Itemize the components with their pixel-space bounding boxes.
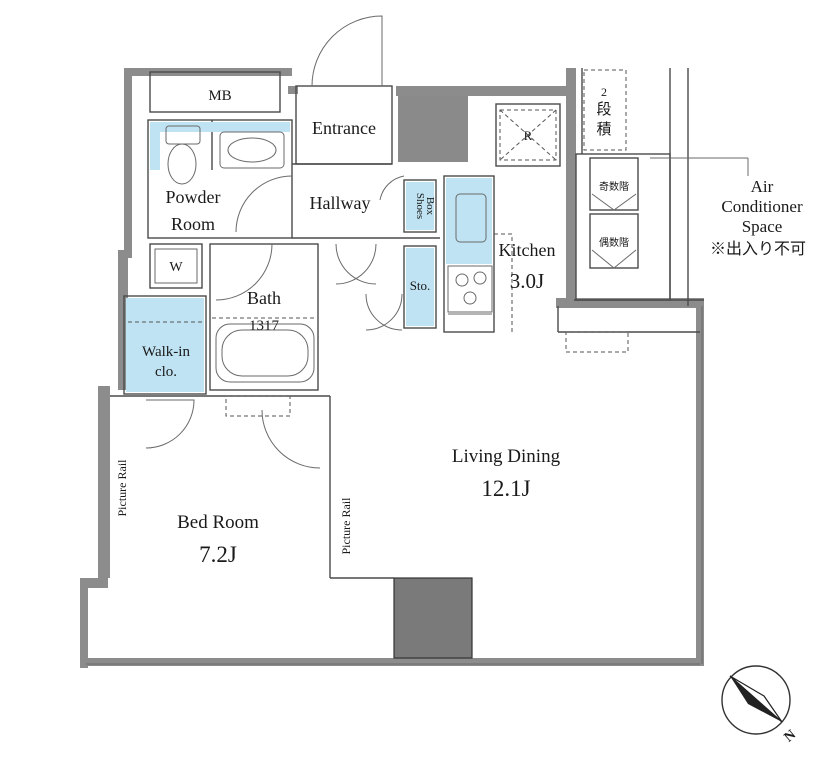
compass: N <box>721 665 799 745</box>
label-bath-size: 1317 <box>249 318 280 334</box>
label-walk-in-1: Walk-in <box>142 344 190 360</box>
label-living-dining: Living Dining <box>452 446 561 467</box>
compass-north-label: N <box>782 727 799 745</box>
label-aircon-2: Conditioner <box>721 197 803 216</box>
aircon-unit-odd <box>589 157 639 211</box>
aircon-labels: Air Conditioner Space ※出入り不可 奇数階 偶数階 2 段… <box>596 85 806 258</box>
interior-partitions <box>110 68 704 579</box>
label-picture-rail-living: Picture Rail <box>339 497 353 555</box>
label-aircon-odd: 奇数階 <box>599 180 629 193</box>
aircon-unit-even <box>589 213 639 269</box>
structural-column <box>393 577 473 659</box>
toilet-icon <box>167 143 197 185</box>
label-stack-count: 2 <box>601 85 607 99</box>
refrigerator-icon <box>499 109 557 161</box>
stove-icon <box>447 265 493 315</box>
label-bed-room-size: 7.2J <box>199 542 237 567</box>
window-marks <box>86 306 703 665</box>
label-aircon-note: ※出入り不可 <box>710 240 806 258</box>
label-kitchen-size: 3.0J <box>510 269 544 293</box>
label-powder-room-2: Room <box>171 214 215 234</box>
label-washer: W <box>169 260 183 275</box>
room-labels: MB Entrance Powder Room Hallway Shoes Bo… <box>115 88 561 567</box>
label-picture-rail-bed: Picture Rail <box>115 459 129 517</box>
fixtures <box>126 69 749 417</box>
label-shoes-box-1: Shoes <box>414 193 426 219</box>
label-hallway: Hallway <box>310 193 371 213</box>
label-bed-room: Bed Room <box>177 512 259 533</box>
label-bath: Bath <box>247 288 281 308</box>
label-powder-room-1: Powder <box>166 187 221 207</box>
label-aircon-3: Space <box>742 217 783 236</box>
label-mb: MB <box>208 88 231 104</box>
doors <box>145 15 405 469</box>
label-entrance: Entrance <box>312 118 376 138</box>
label-kitchen: Kitchen <box>499 240 556 260</box>
label-storage: Sto. <box>410 278 431 293</box>
exterior-walls <box>80 68 704 668</box>
label-aircon-1: Air <box>751 177 774 196</box>
label-refrigerator: R <box>524 128 533 143</box>
bathtub-icon <box>215 323 315 383</box>
label-aircon-even: 偶数階 <box>599 236 629 249</box>
label-walk-in-2: clo. <box>155 364 177 380</box>
label-shoes-box-2: Box <box>424 197 436 216</box>
label-stack-char1: 段 <box>596 101 611 118</box>
label-living-dining-size: 12.1J <box>481 476 530 501</box>
label-stack-char2: 積 <box>596 121 611 138</box>
